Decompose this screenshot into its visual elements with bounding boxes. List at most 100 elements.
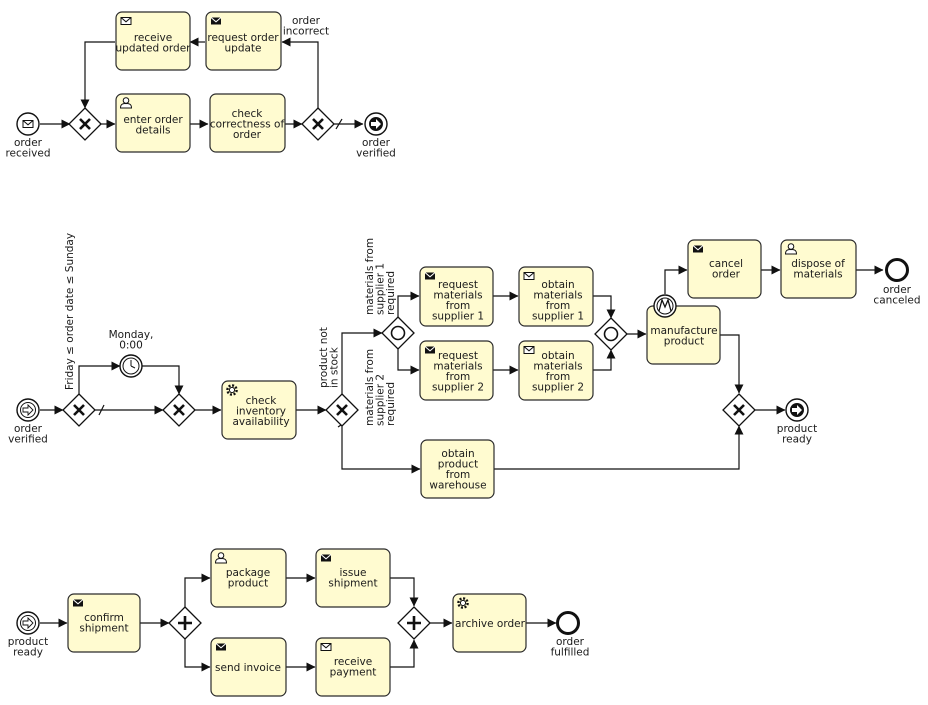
label-line: incorrect — [283, 26, 329, 38]
label-line: verified — [356, 148, 396, 160]
label-line: from — [446, 300, 470, 312]
parallel-gateway-split — [168, 606, 202, 640]
start-event-product-ready — [16, 611, 40, 635]
label-line: product — [777, 423, 817, 435]
label-line: order — [14, 137, 43, 149]
label-line: package — [226, 567, 270, 579]
xor-gateway-product-merge — [722, 393, 756, 427]
label-line: materials — [533, 361, 582, 373]
label-line: issue — [340, 567, 367, 579]
label-line: materials — [533, 290, 582, 302]
label-line: from — [446, 371, 470, 383]
label-line: supplier 1 — [375, 263, 387, 315]
label-line: availability — [232, 416, 289, 428]
label-line: from — [446, 469, 470, 481]
label-line: product — [438, 459, 478, 471]
label-line: Friday ≤ order date ≤ Sunday — [64, 233, 76, 390]
label-line: request — [438, 350, 478, 362]
label-line: fulfilled — [551, 647, 590, 659]
task-label: archive order — [455, 618, 526, 630]
label-line: supplier 2 — [432, 382, 484, 394]
start-event-order-verified — [16, 398, 40, 422]
label-line: warehouse — [429, 480, 486, 492]
label-line: supplier 2 — [375, 374, 387, 426]
end-event-product-ready — [785, 398, 809, 422]
label-line: details — [136, 125, 171, 137]
label-line: verified — [8, 434, 48, 446]
label-line: product — [228, 578, 268, 590]
label-line: order — [556, 636, 585, 648]
flows-fulfillment — [40, 573, 557, 672]
label-line: materials from — [364, 349, 376, 426]
xor-gateway-merge — [68, 107, 102, 141]
label-line: from — [546, 371, 570, 383]
label-line: from — [546, 300, 570, 312]
label-line: received — [5, 148, 50, 160]
label-line: required — [385, 271, 397, 315]
label-line: check — [232, 108, 264, 120]
event-label-timer: Monday,0:00 — [109, 329, 154, 352]
end-event-order-verified — [364, 112, 388, 136]
start-event-order-received — [16, 112, 40, 136]
end-event-order-canceled — [885, 258, 909, 282]
label-line: updated order — [116, 43, 192, 55]
label-line: Monday, — [109, 329, 154, 341]
label-line: order — [233, 129, 262, 141]
xor-gateway-split — [301, 107, 335, 141]
label-line: archive order — [455, 618, 526, 630]
label-line: payment — [330, 667, 377, 679]
label-line: cancel — [709, 258, 743, 270]
label-line: request — [438, 279, 478, 291]
task-archive-order: archive order — [452, 593, 527, 653]
label-line: update — [225, 43, 262, 55]
label-line: product not — [318, 327, 330, 388]
label-line: ready — [13, 647, 43, 659]
flow-label-materials-supplier-1: materials fromsupplier 1required — [364, 238, 397, 315]
xor-gateway-date-split — [62, 393, 96, 427]
flows-production — [40, 265, 884, 474]
end-event-order-fulfilled — [556, 611, 580, 635]
label-line: order — [883, 284, 912, 296]
label-line: shipment — [79, 623, 128, 635]
xor-gateway-stock — [325, 393, 359, 427]
label-line: ready — [782, 434, 812, 446]
task-send-invoice: send invoice — [210, 637, 287, 697]
flow-label-friday-sunday: Friday ≤ order date ≤ Sunday — [64, 233, 76, 390]
label-line: materials from — [364, 238, 376, 315]
